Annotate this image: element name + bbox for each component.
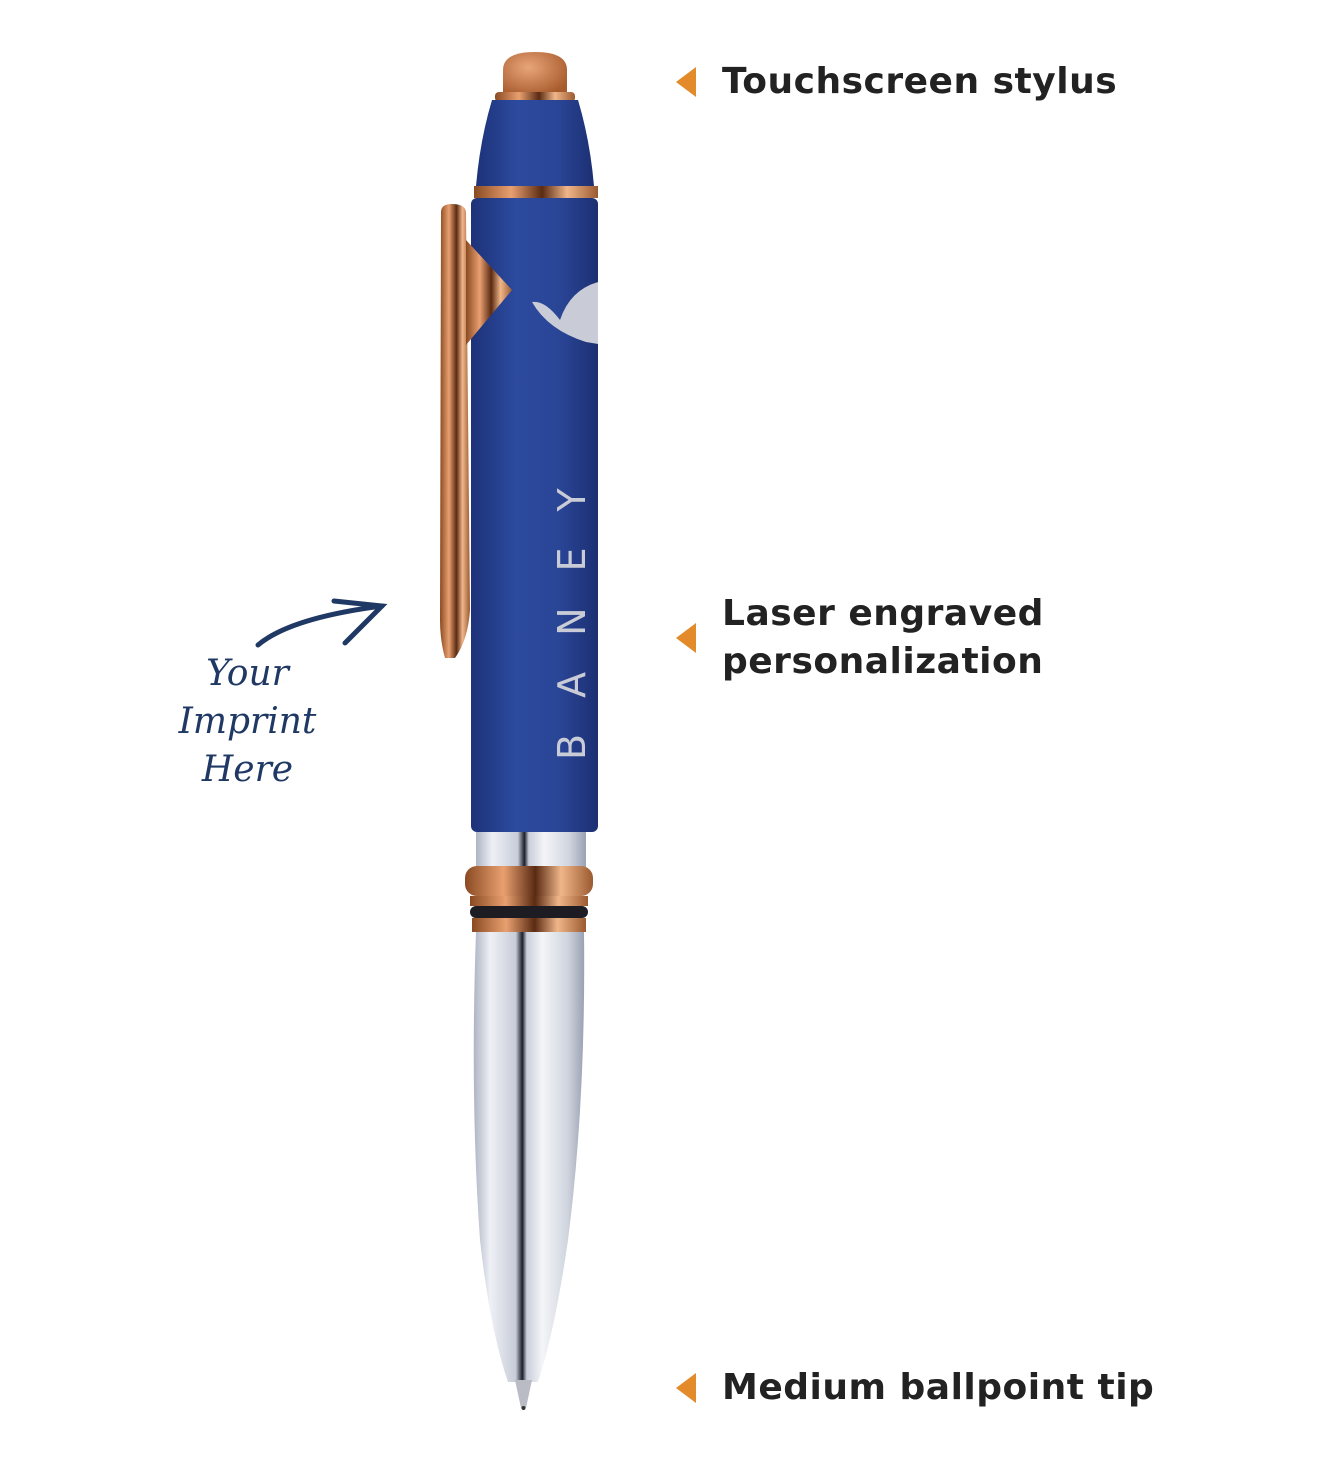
bird-logo-icon	[532, 282, 598, 344]
stylus-tip-icon	[495, 52, 575, 102]
callout-arrow-icon	[676, 1373, 696, 1403]
callout-laser-engraved: Laser engraved personalization	[676, 590, 1044, 686]
callout-touchscreen-stylus: Touchscreen stylus	[676, 58, 1117, 106]
imprint-line: Here	[201, 749, 294, 790]
clip-icon	[440, 204, 512, 658]
engraving-text: BANEY	[550, 452, 594, 760]
imprint-arrow-icon	[255, 598, 388, 648]
ballpoint-tip-icon	[515, 1380, 532, 1410]
callout-label: Touchscreen stylus	[722, 61, 1118, 102]
callout-arrow-icon	[676, 623, 696, 653]
imprint-line: Imprint	[178, 701, 317, 742]
callout-label: Medium ballpoint tip	[722, 1367, 1155, 1408]
imprint-line: Your	[206, 653, 289, 694]
imprint-note: Your Imprint Here	[155, 650, 340, 794]
callout-medium-ballpoint: Medium ballpoint tip	[676, 1364, 1154, 1412]
callout-label: Laser engraved personalization	[722, 593, 1044, 682]
callout-arrow-icon	[676, 67, 696, 97]
